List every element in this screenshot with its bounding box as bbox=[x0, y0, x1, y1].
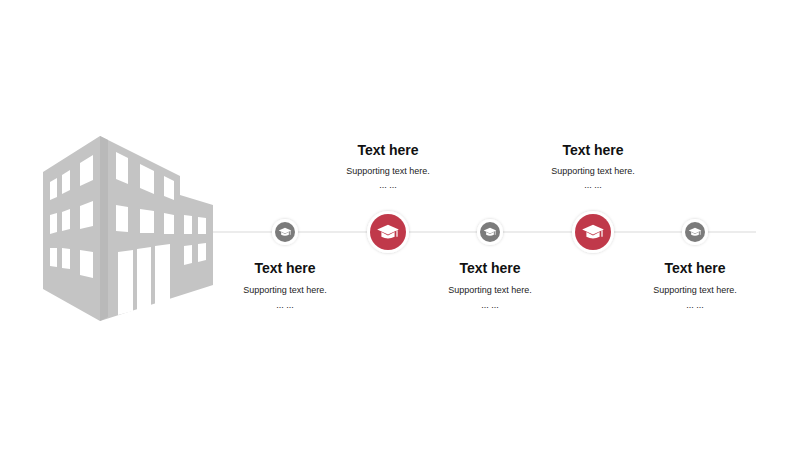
step-description: Supporting text here. bbox=[303, 165, 473, 177]
timeline-line bbox=[212, 231, 272, 232]
building-illustration bbox=[43, 136, 213, 321]
timeline-node: Text hereSupporting text here.... ... bbox=[477, 219, 503, 245]
timeline-node: Text hereSupporting text here.... ... bbox=[572, 211, 614, 253]
timeline-connector bbox=[614, 231, 682, 232]
step-ellipsis: ... ... bbox=[405, 299, 575, 311]
step-ellipsis: ... ... bbox=[303, 179, 473, 191]
step-description: Supporting text here. bbox=[508, 165, 678, 177]
timeline-marker bbox=[272, 219, 298, 245]
timeline-node: Text hereSupporting text here.... ... bbox=[682, 219, 708, 245]
step-heading: Text here bbox=[610, 259, 780, 277]
step-description: Supporting text here. bbox=[405, 284, 575, 296]
timeline-marker bbox=[477, 219, 503, 245]
step-ellipsis: ... ... bbox=[610, 299, 780, 311]
timeline-node: Text hereSupporting text here.... ... bbox=[367, 211, 409, 253]
step-description: Supporting text here. bbox=[200, 284, 370, 296]
step-description: Supporting text here. bbox=[610, 284, 780, 296]
timeline-connector bbox=[298, 231, 367, 232]
step-ellipsis: ... ... bbox=[508, 179, 678, 191]
timeline-marker bbox=[682, 219, 708, 245]
timeline-connector bbox=[503, 231, 572, 232]
timeline-connector bbox=[409, 231, 477, 232]
timeline-marker bbox=[367, 211, 409, 253]
step-ellipsis: ... ... bbox=[200, 299, 370, 311]
step-heading: Text here bbox=[303, 141, 473, 159]
step-heading: Text here bbox=[508, 141, 678, 159]
step-heading: Text here bbox=[405, 259, 575, 277]
timeline-node: Text hereSupporting text here.... ... bbox=[272, 219, 298, 245]
timeline-line bbox=[708, 231, 756, 232]
timeline-marker bbox=[572, 211, 614, 253]
step-heading: Text here bbox=[200, 259, 370, 277]
